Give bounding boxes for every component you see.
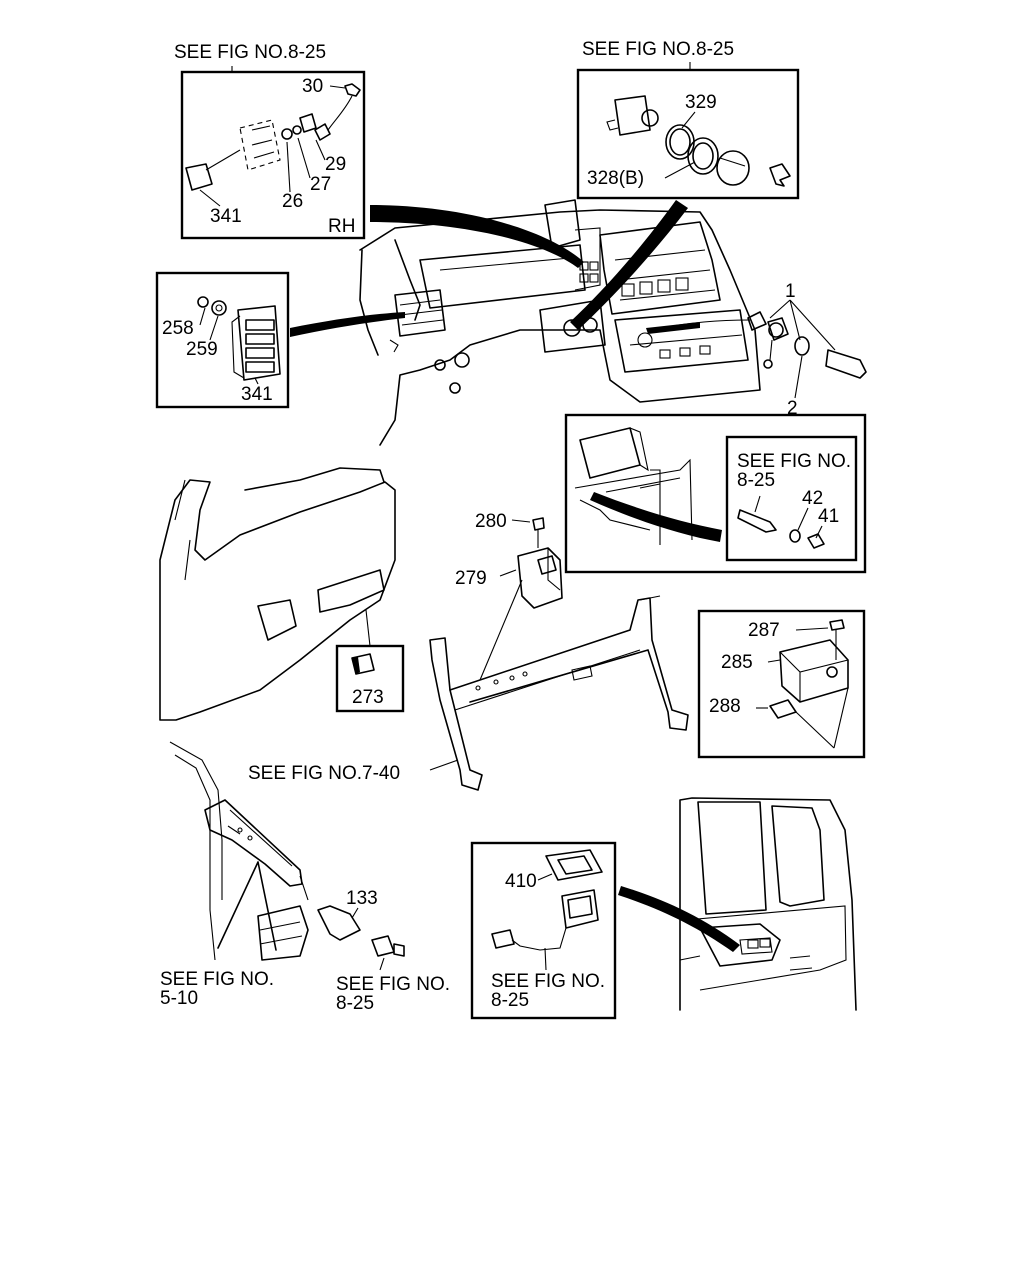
inset-box (564, 413, 867, 574)
inset-box (335, 644, 405, 713)
label-279: 279 (455, 568, 487, 589)
seat-bracket-drawing: 133 SEE FIG NO. 5-10 SEE FIG NO. 8-25 (160, 741, 450, 1014)
label-41: 41 (818, 506, 839, 527)
label-410: 410 (505, 871, 537, 892)
see-fig-8-25-mid-line1: SEE FIG NO. (737, 451, 851, 472)
label-341-top: 341 (210, 206, 242, 227)
label-258: 258 (162, 318, 194, 339)
see-fig-5-10-line2: 5-10 (160, 988, 198, 1009)
inset-box-inner (725, 435, 858, 562)
see-fig-5-10-line1: SEE FIG NO. (160, 969, 274, 990)
inset-box (155, 271, 290, 409)
label-341-mid: 341 (241, 384, 273, 405)
label-27: 27 (310, 174, 331, 195)
see-fig-8-25-bottom-center-line1: SEE FIG NO. (491, 971, 605, 992)
band-top-left (370, 205, 584, 268)
inset-mid-right: SEE FIG NO. 8-25 42 41 (564, 413, 867, 574)
door-panel-drawing (159, 467, 396, 721)
label-259: 259 (186, 339, 218, 360)
band-bottom (618, 886, 740, 952)
see-fig-7-40: SEE FIG NO.7-40 (248, 763, 400, 784)
label-rh: RH (328, 216, 355, 237)
inset-bottom-center: 410 SEE FIG NO. 8-25 (470, 841, 617, 1020)
band-mid-right (590, 492, 722, 542)
dashboard-drawing (359, 199, 761, 446)
door-drawing (679, 797, 857, 1011)
inset-box (470, 841, 617, 1020)
band-top-right (570, 200, 688, 330)
inset-clip: 273 (335, 644, 405, 713)
label-285: 285 (721, 652, 753, 673)
bracket-drawing: 280 279 SEE FIG NO.7-40 (248, 511, 689, 791)
label-2: 2 (787, 398, 798, 419)
inset-top-right: SEE FIG NO.8-25 329 328(B) (576, 39, 800, 200)
label-29: 29 (325, 154, 346, 175)
leader-bands (290, 200, 740, 952)
label-280: 280 (475, 511, 507, 532)
inset-top-left: SEE FIG NO.8-25 30 29 27 26 341 RH (174, 42, 366, 240)
inset-box (576, 68, 800, 200)
see-fig-8-25-mid-line2: 8-25 (737, 470, 775, 491)
band-mid-left (290, 312, 405, 337)
inset-right-box: 287 285 288 (697, 609, 866, 759)
label-328b: 328(B) (587, 168, 644, 189)
label-273: 273 (352, 687, 384, 708)
inset-box (180, 70, 366, 240)
see-fig-8-25-top-right: SEE FIG NO.8-25 (582, 39, 734, 60)
label-42: 42 (802, 488, 823, 509)
label-30: 30 (302, 76, 323, 97)
label-26: 26 (282, 191, 303, 212)
label-287: 287 (748, 620, 780, 641)
part-1-2-assembly: 1 2 (646, 281, 867, 419)
label-288: 288 (709, 696, 741, 717)
see-fig-8-25-top-left: SEE FIG NO.8-25 (174, 42, 326, 63)
inset-mid-left: 258 259 341 (155, 271, 290, 409)
see-fig-8-25-bottom-left-line1: SEE FIG NO. (336, 974, 450, 995)
inset-box (697, 609, 866, 759)
label-329: 329 (685, 92, 717, 113)
label-133: 133 (346, 888, 378, 909)
see-fig-8-25-bottom-center-line2: 8-25 (491, 990, 529, 1011)
see-fig-8-25-bottom-left-line2: 8-25 (336, 993, 374, 1014)
label-1: 1 (785, 281, 796, 302)
